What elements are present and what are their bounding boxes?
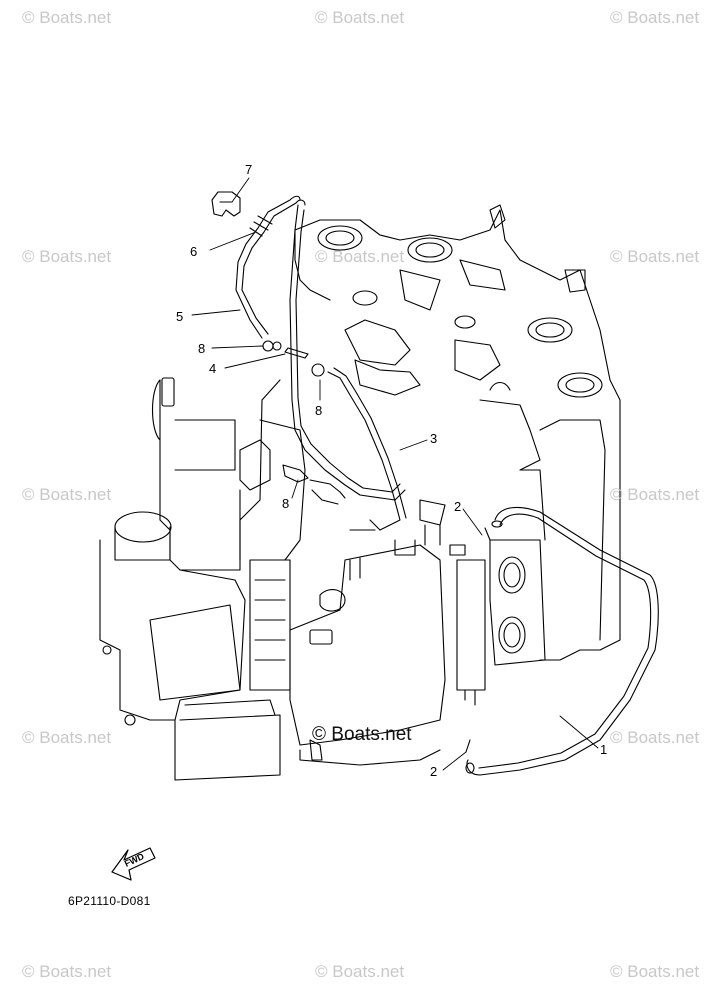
diagram-code: 6P21110-D081 — [68, 894, 151, 908]
callout-4[interactable]: 4 — [209, 361, 217, 376]
hose-5-assembly — [211, 191, 407, 531]
center-watermark: © Boats.net — [312, 724, 412, 745]
watermark: © Boats.net — [610, 247, 700, 266]
watermark: © Boats.net — [22, 8, 112, 27]
watermark: © Boats.net — [22, 485, 112, 504]
callout-8[interactable]: 8 — [282, 496, 290, 511]
watermark: © Boats.net — [22, 962, 112, 981]
watermark: © Boats.net — [610, 728, 700, 747]
callout-6[interactable]: 6 — [190, 244, 198, 259]
callout-8[interactable]: 8 — [315, 403, 323, 418]
callout-8[interactable]: 8 — [198, 341, 206, 356]
watermark: © Boats.net — [315, 247, 405, 266]
hose-1 — [465, 506, 659, 776]
leader-lines — [191, 177, 599, 771]
watermark: © Boats.net — [610, 8, 700, 27]
callout-3[interactable]: 3 — [430, 431, 438, 446]
watermark: © Boats.net — [610, 485, 700, 504]
watermark: © Boats.net — [22, 728, 112, 747]
engine-block — [99, 204, 621, 781]
watermark: © Boats.net — [315, 962, 405, 981]
watermark: © Boats.net — [315, 8, 405, 27]
callout-1[interactable]: 1 — [600, 742, 608, 757]
fwd-arrow — [111, 847, 156, 881]
callout-7[interactable]: 7 — [245, 162, 253, 177]
callout-2[interactable]: 2 — [430, 764, 438, 779]
callout-2[interactable]: 2 — [454, 499, 462, 514]
watermark: © Boats.net — [610, 962, 700, 981]
callout-5[interactable]: 5 — [176, 309, 184, 324]
watermark: © Boats.net — [22, 247, 112, 266]
